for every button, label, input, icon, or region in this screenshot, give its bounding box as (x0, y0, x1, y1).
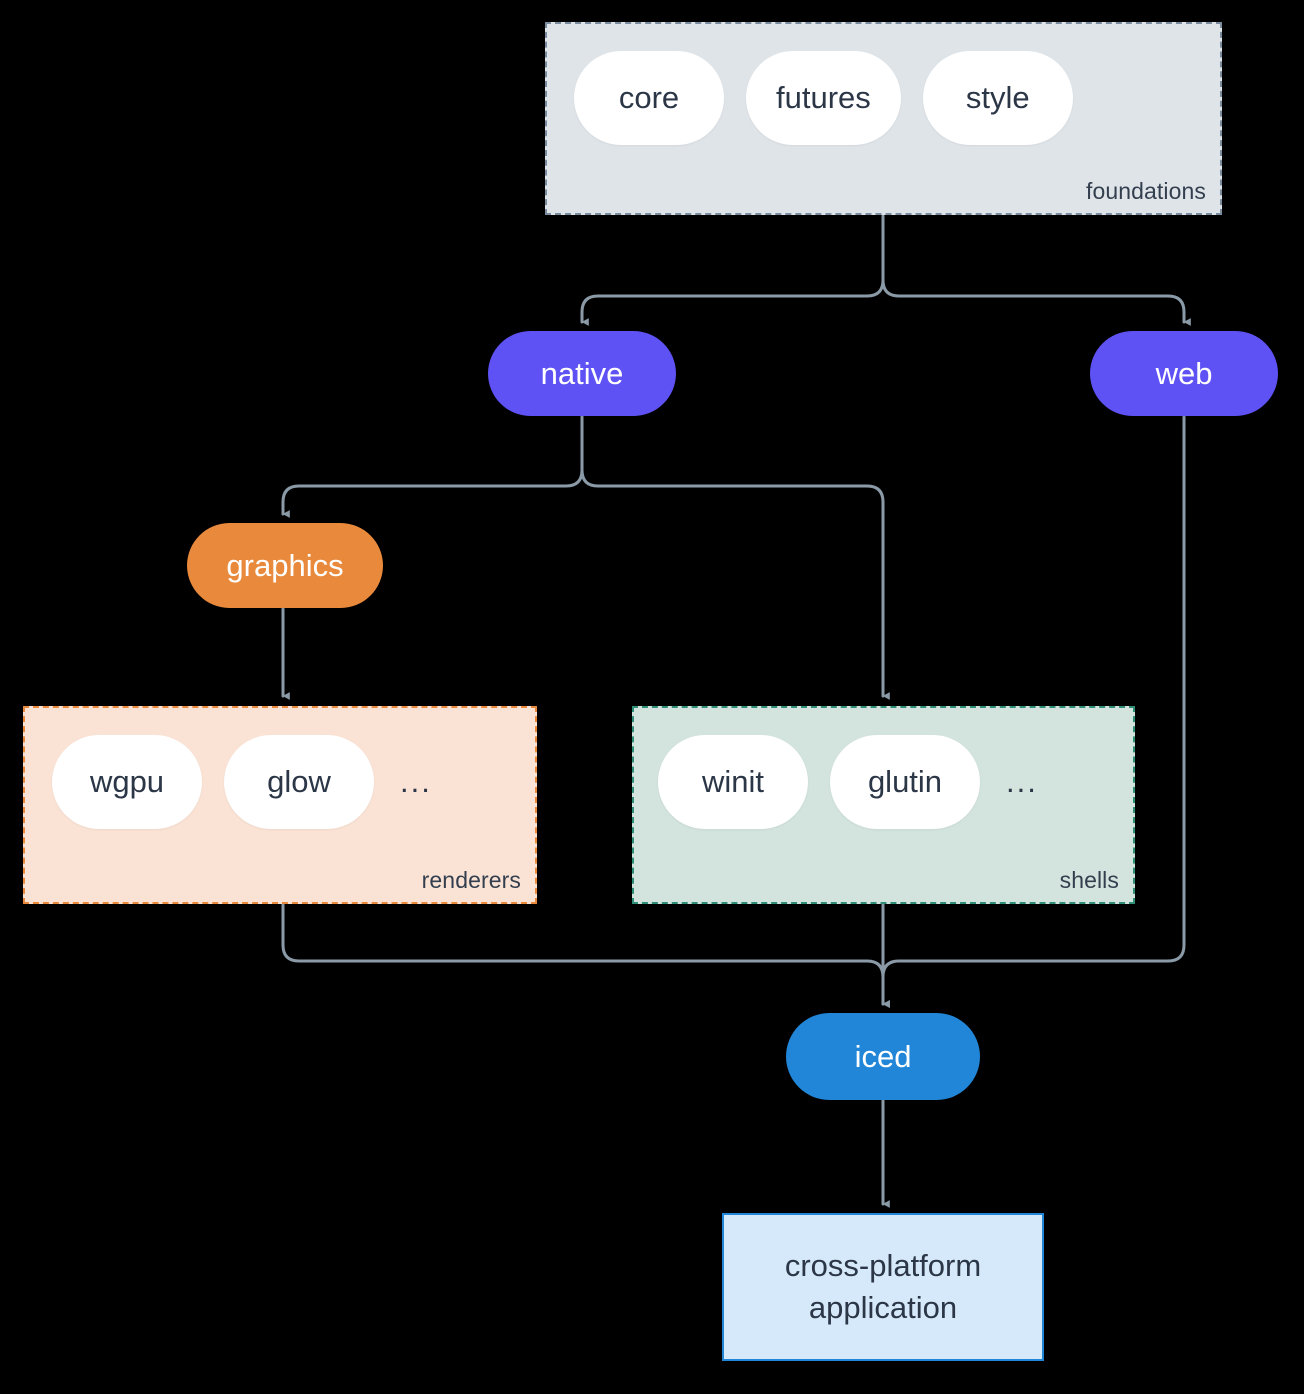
group-label-shells: shells (1059, 867, 1119, 893)
pill-glow[interactable]: glow (224, 735, 374, 829)
pill-glutin[interactable]: glutin (830, 735, 980, 829)
node-web[interactable]: web (1090, 331, 1278, 416)
group-label-renderers: renderers (421, 867, 521, 893)
edge-foundations-native (580, 214, 885, 326)
pill-style[interactable]: style (922, 51, 1073, 145)
foundations-items: core futures style (574, 51, 1095, 145)
node-graphics[interactable]: graphics (187, 523, 383, 608)
pill-futures[interactable]: futures (746, 51, 901, 145)
application-line-1: cross-platform (784, 1248, 982, 1284)
edge-native-graphics (281, 415, 584, 518)
node-cross-platform-application[interactable]: cross-platform application (722, 1213, 1044, 1361)
node-iced[interactable]: iced (786, 1013, 980, 1100)
pill-winit[interactable]: winit (658, 735, 808, 829)
shells-more-ellipsis: ... (1006, 764, 1038, 799)
group-label-foundations: foundations (1085, 178, 1206, 204)
edge-native-shells (580, 468, 890, 700)
application-line-2: application (808, 1290, 958, 1325)
group-foundations: core futures style foundations (545, 22, 1222, 215)
group-shells: winit glutin ... shells (632, 706, 1135, 904)
node-native[interactable]: native (488, 331, 676, 416)
edge-foundations-web (881, 278, 1191, 326)
renderers-items: wgpu glow ... (52, 735, 432, 829)
renderers-more-ellipsis: ... (400, 764, 432, 799)
pill-core[interactable]: core (574, 51, 724, 145)
group-renderers: wgpu glow ... renderers (23, 706, 537, 904)
pill-wgpu[interactable]: wgpu (52, 735, 202, 829)
shells-items: winit glutin ... (658, 735, 1038, 829)
edge-renderers-iced (281, 903, 890, 1008)
